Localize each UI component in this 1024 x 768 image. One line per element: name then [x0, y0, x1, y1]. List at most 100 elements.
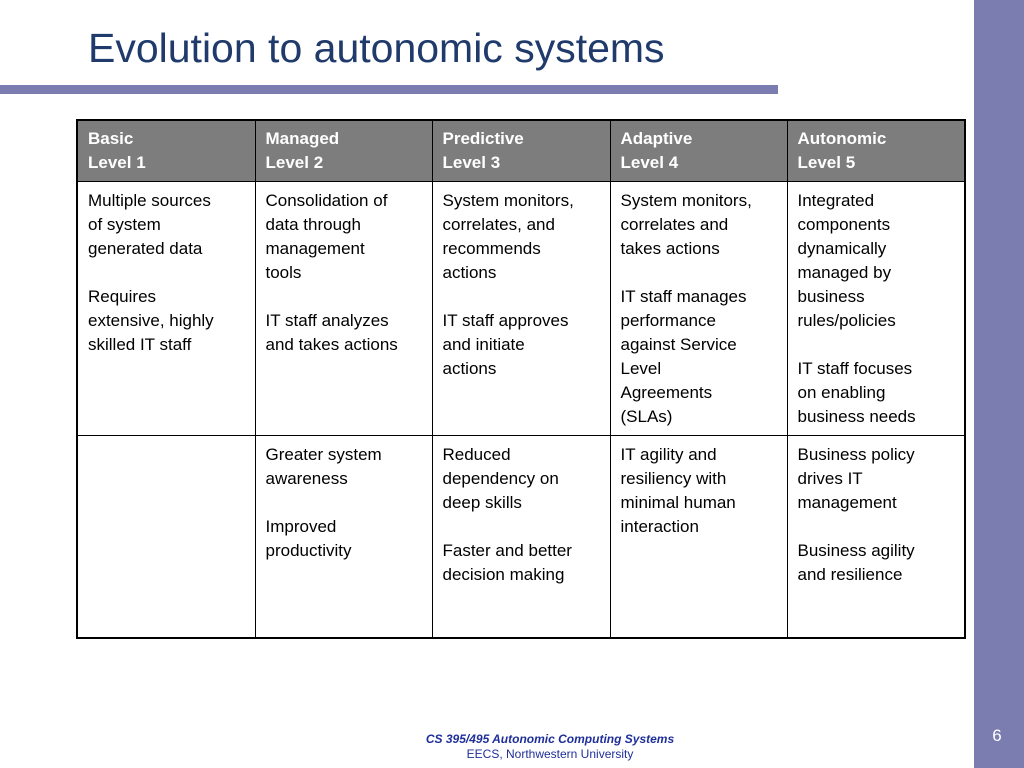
cell-text-line: tools [265, 263, 302, 282]
cell-text-line: Greater system [265, 445, 382, 464]
paragraph-gap [443, 515, 601, 539]
cell-text-line: rules/policies [797, 311, 896, 330]
cell-text-line: actions [442, 263, 497, 282]
cell-text-line: correlates, and [442, 215, 555, 234]
header-level: Level 3 [442, 153, 501, 172]
description-cell-level-5: Integrated components dynamically managed b… [786, 181, 966, 436]
cell-text-line: (SLAs) [620, 407, 673, 426]
cell-text-line: Integrated [797, 191, 875, 210]
cell-paragraph: Business policy drives IT management [798, 443, 956, 515]
cell-text-line: IT staff approves [442, 311, 569, 330]
header-level: Level 5 [797, 153, 856, 172]
cell-text-line: interaction [620, 517, 699, 536]
cell-text-line: Agreements [620, 383, 713, 402]
paragraph-gap [88, 261, 246, 285]
cell-text-line: components [797, 215, 891, 234]
cell-text-line: managed by [797, 263, 892, 282]
cell-paragraph: Reduced dependency on deep skills [443, 443, 601, 515]
cell-text-line: deep skills [442, 493, 522, 512]
cell-text-line: System monitors, [442, 191, 574, 210]
cell-paragraph: Business agility and resilience [798, 539, 956, 587]
paragraph-gap [266, 491, 423, 515]
cell-paragraph: IT staff manages performance against Servi… [621, 285, 778, 429]
paragraph-gap [443, 285, 601, 309]
right-accent-bar [974, 0, 1024, 768]
cell-text-line: against Service [620, 335, 737, 354]
cell-text-line: drives IT [797, 469, 863, 488]
cell-text-line: Consolidation of [265, 191, 388, 210]
paragraph-gap [798, 333, 956, 357]
header-name: Adaptive [620, 129, 693, 148]
description-cell-level-3: System monitors, correlates, and recommend… [431, 181, 611, 436]
cell-text-line: Reduced [442, 445, 511, 464]
cell-text-line: System monitors, [620, 191, 752, 210]
cell-text-line: and initiate [442, 335, 525, 354]
cell-text-line: data through [265, 215, 361, 234]
cell-text-line: generated data [88, 239, 203, 258]
slide-title: Evolution to autonomic systems [88, 25, 665, 71]
cell-text-line: IT staff analyzes [265, 311, 389, 330]
header-level: Level 1 [88, 153, 146, 172]
cell-paragraph: System monitors, correlates, and recommend… [443, 189, 601, 285]
cell-text-line: recommends [442, 239, 541, 258]
cell-text-line: business needs [797, 407, 916, 426]
cell-paragraph: Integrated components dynamically managed b… [798, 189, 956, 333]
header-name: Managed [265, 129, 340, 148]
cell-text-line: productivity [265, 541, 352, 560]
cell-paragraph: IT staff approves and initiate actions [443, 309, 601, 381]
cell-text-line: business [797, 287, 865, 306]
cell-text-line: Business agility [797, 541, 915, 560]
cell-text-line: and resilience [797, 565, 903, 584]
cell-text-line: Business policy [797, 445, 915, 464]
cell-text-line: management [797, 493, 897, 512]
cell-text-line: Level [620, 359, 662, 378]
cell-text-line: Faster and better [442, 541, 572, 560]
title-underline-rule [0, 85, 778, 94]
cell-text-line: resiliency with [620, 469, 727, 488]
footer-course-name: CS 395/495 Autonomic Computing Systems [425, 732, 675, 746]
cell-text-line: on enabling [797, 383, 886, 402]
benefit-cell-level-1 [76, 435, 256, 639]
cell-text-line: extensive, highly [88, 311, 214, 330]
header-name: Predictive [442, 129, 524, 148]
header-level: Level 2 [265, 153, 324, 172]
header-name: Basic [88, 129, 134, 148]
cell-text-line: IT staff manages [620, 287, 747, 306]
cell-text-line: actions [442, 359, 497, 378]
cell-text-line: dependency on [442, 469, 559, 488]
cell-text-line: decision making [442, 565, 565, 584]
cell-text-line: correlates and [620, 215, 729, 234]
cell-text-line: skilled IT staff [88, 335, 192, 354]
cell-text-line: performance [620, 311, 716, 330]
footer-department: EECS, Northwestern University [466, 747, 634, 761]
header-name: Autonomic [797, 129, 887, 148]
paragraph-gap [266, 285, 423, 309]
cell-text-line: dynamically [797, 239, 887, 258]
header-level: Level 4 [620, 153, 679, 172]
cell-text-line: IT agility and [620, 445, 717, 464]
